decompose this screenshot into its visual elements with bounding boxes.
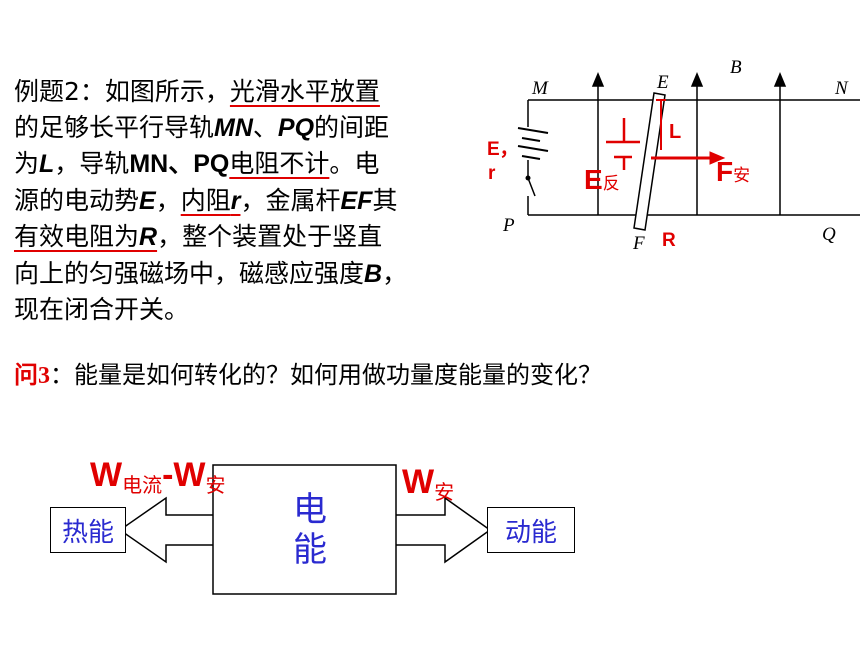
problem-line-4: 源的电动势E，内阻r，金属杆EF其 [14,185,398,215]
magnetic-field-arrows [591,72,787,215]
label-m: M [532,78,548,99]
label-length: L [669,121,682,143]
problem-line-5: 有效电阻为R，整个装置处于竖直 [14,222,383,251]
label-ampere-force: F安 [716,156,751,187]
work-current-minus-ampere: W电流-W安 [90,456,226,497]
battery-plate [521,137,541,142]
source-label-emf: E， [487,139,519,160]
ampere-force-arrow [651,151,726,165]
label-b: B [730,57,742,78]
label-f: F [633,233,645,254]
electric-energy-label: 电 能 [293,490,327,570]
label-back-emf: E反 [584,164,620,195]
label-e: E [657,72,669,93]
right-arrow [394,496,492,564]
problem-line-2: 的足够长平行导轨MN、PQ的间距 [14,112,390,142]
back-emf-symbol [606,118,640,170]
label-resistance: R [662,230,676,251]
switch-lever [527,177,536,197]
problem-line-3: 为L，导轨MN、PQ电阻不计。电 [14,149,380,178]
problem-statement: 例题2：如图所示，光滑水平放置 的足够长平行导轨MN、PQ的间距 为L，导轨MN… [14,74,464,328]
label-q: Q [822,224,836,245]
problem-line-7: 现在闭合开关。 [14,295,190,324]
battery-plate [521,155,541,160]
heat-energy-box: 热能 [50,507,126,553]
battery-plate [517,127,549,134]
label-n: N [835,78,848,99]
problem-line-6: 向上的匀强磁场中，磁感应强度B， [14,258,408,288]
label-p: P [503,215,515,236]
question-3: 问3：能量是如何转化的？如何用做功量度能量的变化？ [14,361,602,389]
battery-plate [517,145,549,152]
problem-line-1: 例题2：如图所示，光滑水平放置 [14,77,380,106]
metal-rod-ef [633,92,666,231]
left-arrow [118,496,215,564]
length-brace [656,99,666,150]
electric-energy-box [212,464,397,595]
work-ampere: W安 [402,463,455,504]
source-label-r: r [488,163,496,184]
kinetic-energy-box: 动能 [487,507,575,553]
